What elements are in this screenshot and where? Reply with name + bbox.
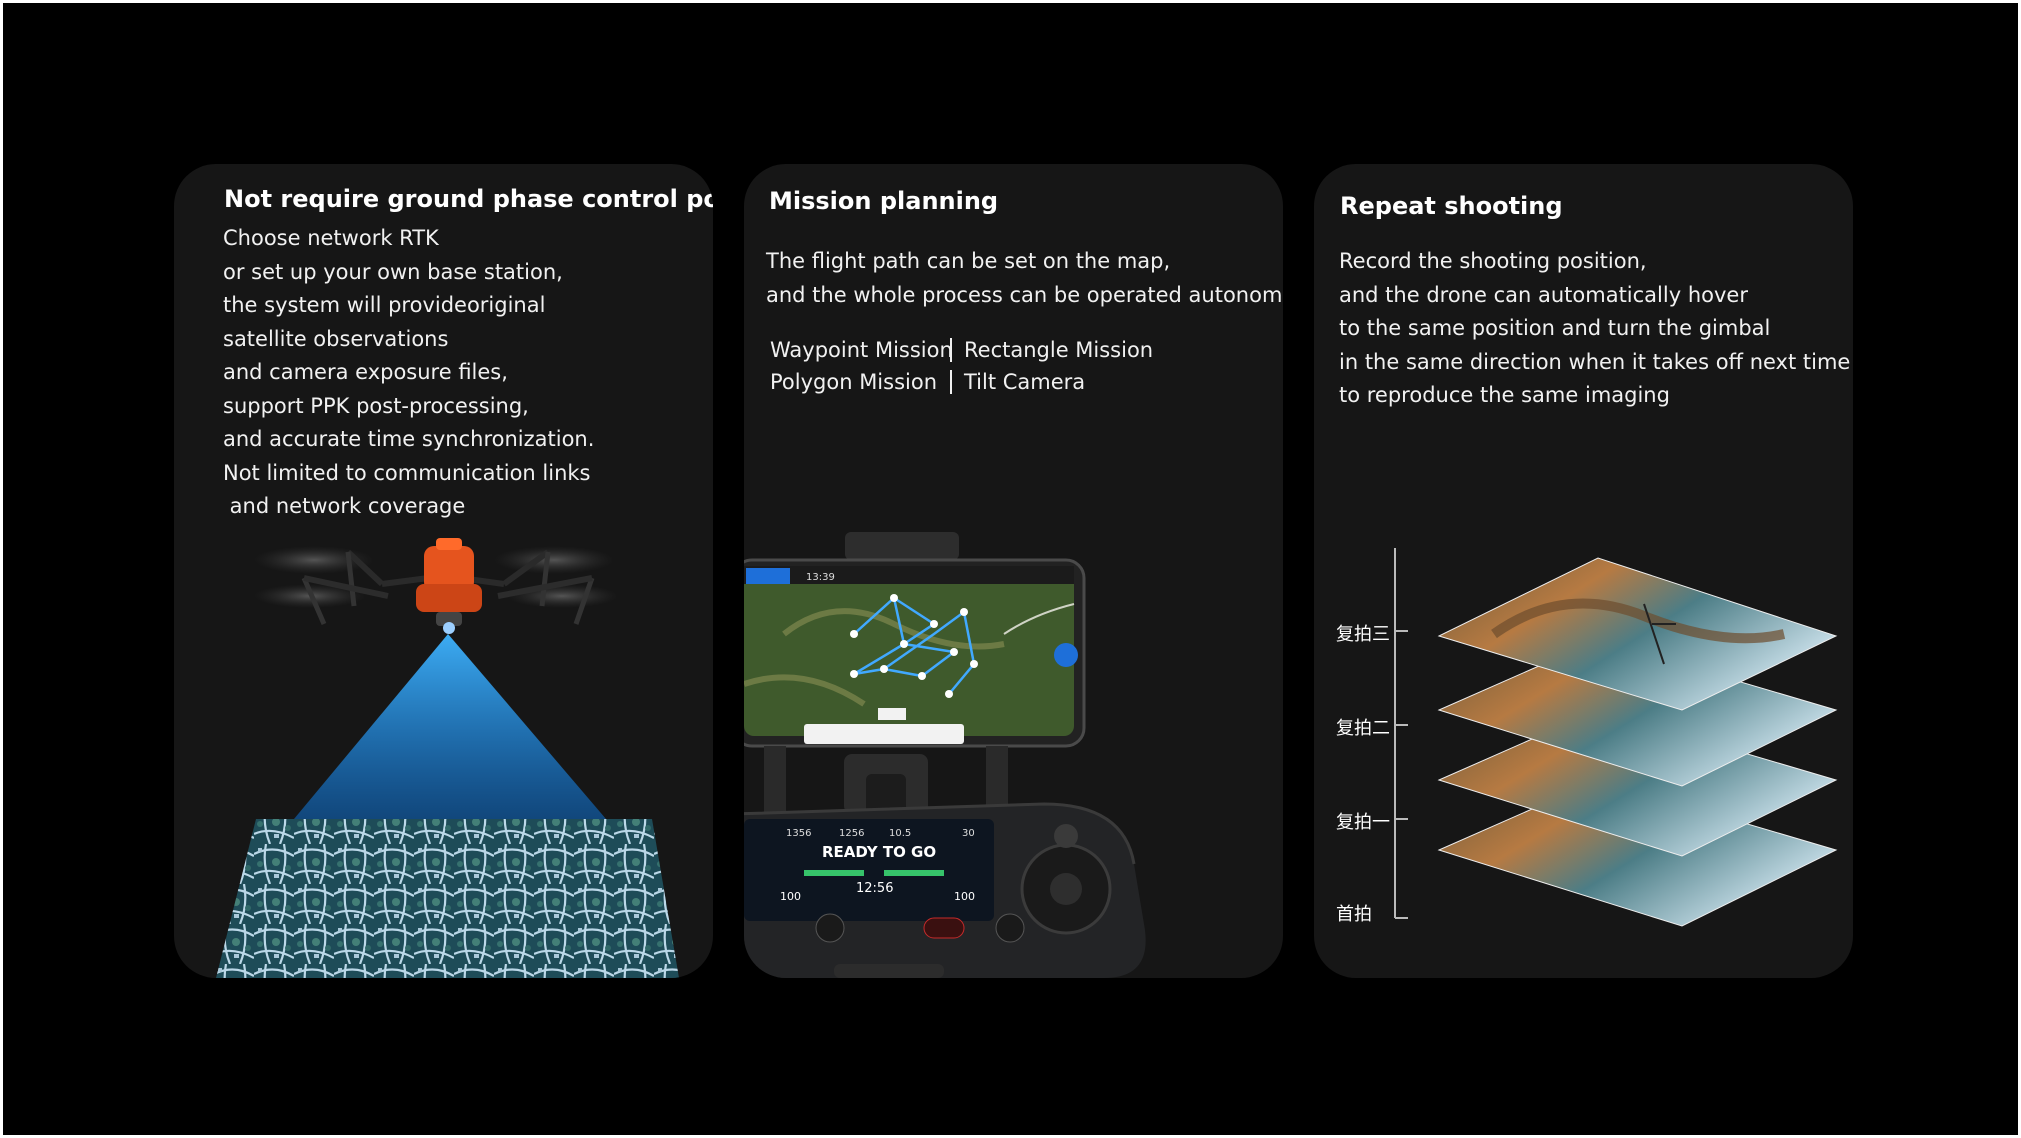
- description-line: and camera exposure files,: [223, 360, 508, 384]
- stacked-photos: [1437, 557, 1838, 927]
- photo-layer: [1437, 557, 1838, 711]
- mission-type: Polygon Mission: [770, 370, 938, 394]
- card-description: The flight path can be set on the map, a…: [766, 245, 1283, 312]
- drone-scan-illustration: [216, 538, 679, 978]
- controller-stat: 10.5: [889, 828, 911, 839]
- page-background: Not require ground phase control points …: [3, 3, 2018, 1135]
- remote-controller-illustration: 13:39 1: [744, 532, 1146, 978]
- mission-type: Tilt Camera: [964, 370, 1086, 394]
- description-line: in the same direction when it takes off …: [1339, 349, 1851, 374]
- controller-stat: 1356: [786, 828, 811, 839]
- controller-time: 12:56: [856, 881, 893, 896]
- card-title: Mission planning: [769, 187, 999, 215]
- controller-status: READY TO GO: [822, 843, 936, 861]
- description-line: and the whole process can be operated au…: [766, 282, 1283, 307]
- separator: [950, 370, 952, 394]
- description-line: The flight path can be set on the map,: [766, 249, 1171, 273]
- description-line: the system will provideoriginal: [223, 293, 546, 317]
- shot-label: 首拍: [1336, 904, 1372, 925]
- card-title: Not require ground phase control points: [224, 185, 713, 213]
- description-line: or set up your own base station,: [223, 259, 563, 284]
- card-title: Repeat shooting: [1340, 192, 1563, 220]
- description-line: and the drone can automatically hover: [1339, 282, 1748, 307]
- description-line: to reproduce the same imaging: [1339, 383, 1670, 407]
- description-line: and accurate time synchronization.: [223, 427, 595, 451]
- controller-stat: 30: [962, 828, 975, 839]
- mission-types: Waypoint Mission Rectangle Mission Polyg…: [770, 334, 1153, 398]
- card-description: Record the shooting position, and the dr…: [1339, 245, 1850, 413]
- card-repeat-shooting: Repeat shooting Record the shooting posi…: [1314, 164, 1853, 978]
- description-line: satellite observations: [223, 326, 449, 351]
- controller-battery: 100: [954, 890, 975, 903]
- card-description: Choose network RTK or set up your own ba…: [223, 222, 594, 524]
- mission-type: Rectangle Mission: [964, 338, 1154, 362]
- controller-stat: 1256: [839, 828, 864, 839]
- description-line: and network coverage: [223, 494, 466, 518]
- description-line: Not limited to communication links: [223, 460, 591, 485]
- phone-clock: 13:39: [806, 572, 835, 583]
- shot-axis: [1394, 548, 1408, 919]
- card-ppk: Not require ground phase control points …: [174, 164, 713, 978]
- shot-label: 复拍三: [1336, 624, 1390, 645]
- description-line: support PPK post-processing,: [223, 393, 529, 418]
- shot-label: 复拍二: [1336, 718, 1390, 739]
- separator: [950, 338, 952, 362]
- mission-row: Polygon Mission Tilt Camera: [770, 366, 1153, 398]
- mission-type: Waypoint Mission: [770, 338, 953, 362]
- mission-row: Waypoint Mission Rectangle Mission: [770, 334, 1153, 366]
- shot-label: 复拍一: [1336, 812, 1390, 833]
- controller-battery: 100: [780, 890, 801, 903]
- description-line: Record the shooting position,: [1339, 249, 1647, 273]
- card-mission-planning: Mission planning The flight path can be …: [744, 164, 1283, 978]
- description-line: Choose network RTK: [223, 226, 439, 250]
- description-line: to the same position and turn the gimbal: [1339, 316, 1771, 340]
